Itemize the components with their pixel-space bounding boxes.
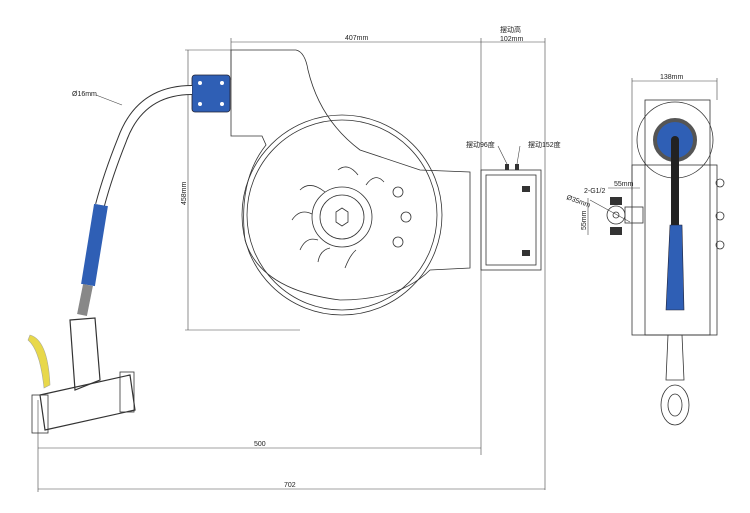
dimension-458: 458mm [181,49,300,331]
label-swing-96: 摆动96度 [466,140,495,149]
dimension-407: 407mm [230,35,482,455]
label-hose-diameter: Ø16mm [72,91,97,98]
label-inlet-diameter: Ø35mm [565,194,591,209]
label-thread: 2-G1/2 [584,188,606,195]
mounting-bracket: 摆动96度 摆动152度 [466,140,561,271]
spray-gun [27,317,136,434]
label-swing-152: 摆动152度 [528,140,561,149]
spring-petals [291,166,385,269]
dimension-702: 702 [38,482,545,490]
label-inlet-height: 55mm [581,210,588,230]
guide-block-blue [191,74,231,113]
label-500: 500 [254,441,266,448]
hose: Ø16mm [72,85,193,316]
reel-housing [230,49,471,316]
hose-guide-block [191,74,231,113]
side-view: 138mm 55mm 2-G1/2 Ø35mm 55mm [565,74,725,426]
label-inlet-width: 55mm [614,181,634,188]
label-407: 407mm [345,35,369,42]
label-side-width: 138mm [660,74,684,81]
hose-sleeve [81,203,108,287]
dimension-102: 摆动高 102mm [481,25,546,490]
label-702: 702 [284,482,296,489]
trigger-handle [27,334,51,389]
dimension-500: 500 [37,400,481,492]
label-swing-height: 摆动高 [500,25,521,34]
label-458: 458mm [181,181,188,205]
label-102: 102mm [500,36,524,43]
